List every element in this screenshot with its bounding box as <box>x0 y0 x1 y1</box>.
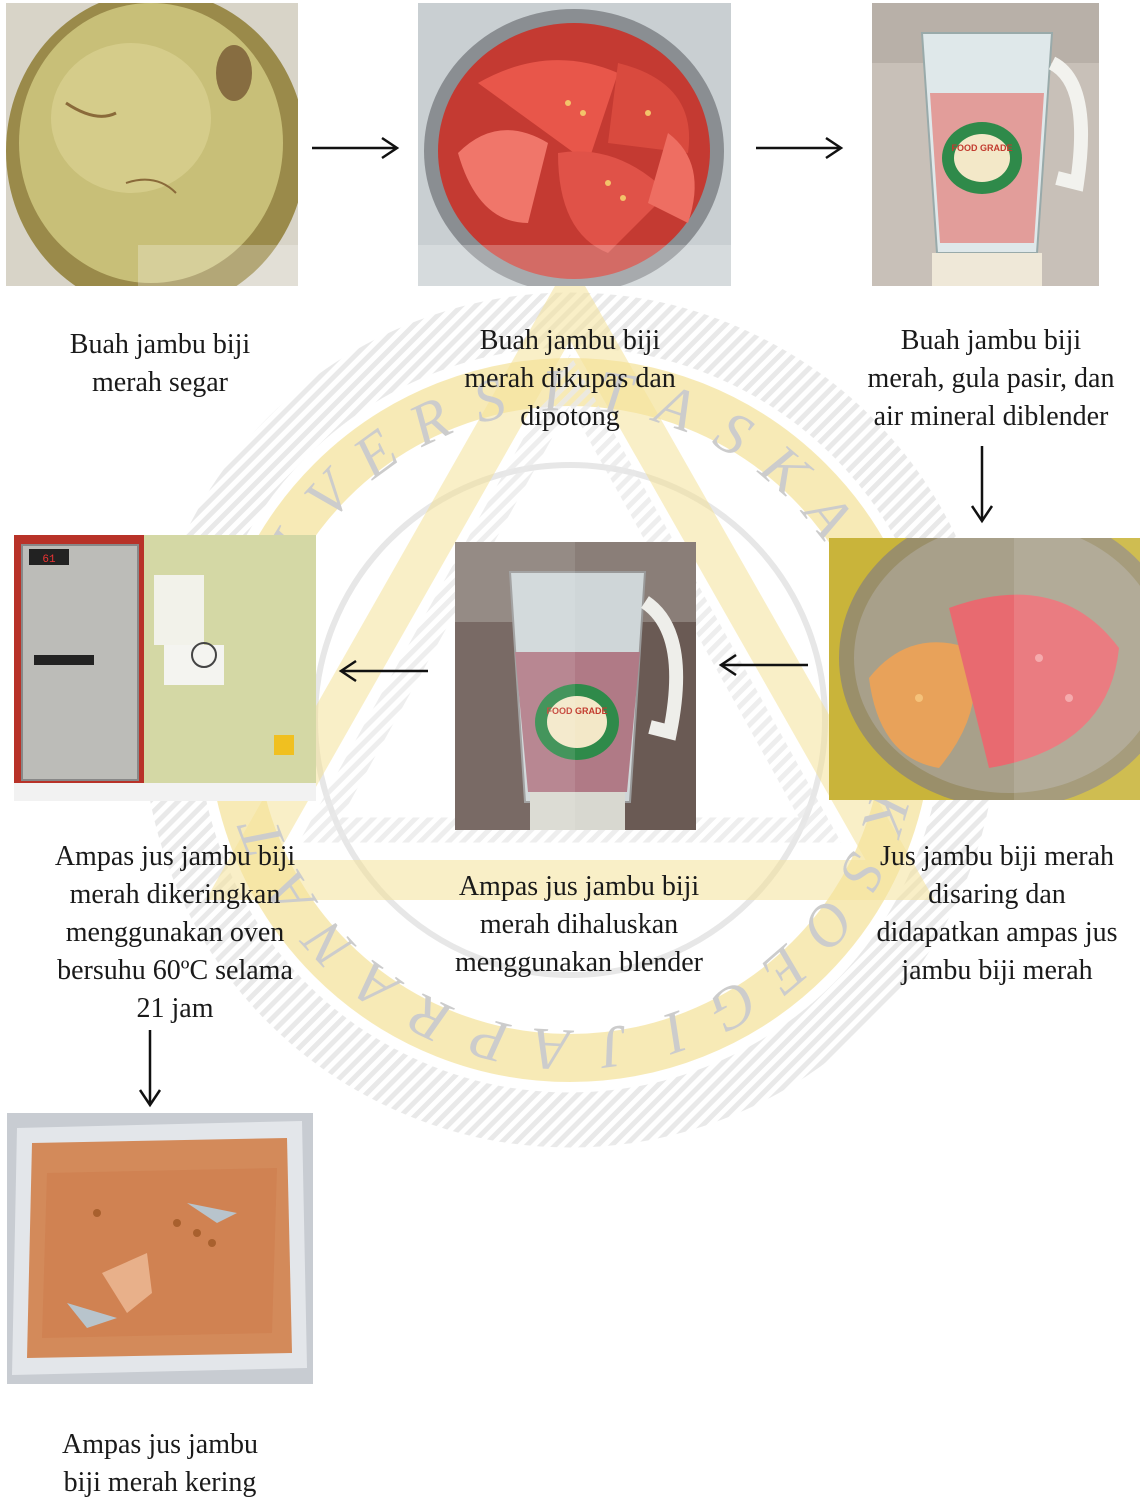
arrow-down-icon <box>970 446 994 524</box>
dried-pulp-caption: Ampas jus jambu biji merah kering <box>20 1426 300 1502</box>
blended-guava-photo: FOOD GRADE <box>872 3 1099 286</box>
arrow-right-icon <box>756 136 844 160</box>
peeled-guava-image <box>418 3 731 286</box>
oven-drying-photo: 61 <box>14 535 316 801</box>
arrow-left-icon <box>718 653 808 677</box>
arrow-down-icon <box>138 1030 162 1108</box>
pulp-blended-photo: FOOD GRADE <box>455 542 696 830</box>
blender-image: FOOD GRADE <box>872 3 1099 286</box>
fresh-guava-caption: Buah jambu biji merah segar <box>20 326 300 402</box>
fresh-guava-image <box>6 3 298 286</box>
food-grade-label: FOOD GRADE <box>951 143 1012 153</box>
pulp-blended-caption: Ampas jus jambu biji merah dihaluskan me… <box>434 868 724 982</box>
watermark-letter: A <box>531 1015 576 1083</box>
oven-drying-caption: Ampas jus jambu biji merah dikeringkan m… <box>25 838 325 1028</box>
strained-juice-caption: Jus jambu biji merah disaring dan didapa… <box>852 838 1141 990</box>
peeled-cut-guava-caption: Buah jambu biji merah dikupas dan dipoto… <box>430 322 710 436</box>
dried-pulp-photo <box>7 1113 313 1384</box>
dried-pulp-image <box>7 1113 313 1384</box>
strained-pulp-image <box>829 538 1140 800</box>
svg-text:61: 61 <box>42 554 56 566</box>
fresh-guava-photo <box>6 3 298 286</box>
blended-guava-caption: Buah jambu biji merah, gula pasir, dan a… <box>846 322 1136 436</box>
arrow-right-icon <box>312 136 400 160</box>
blender-pulp-image: FOOD GRADE <box>455 542 696 830</box>
peeled-cut-guava-photo <box>418 3 731 286</box>
strained-juice-photo <box>829 538 1140 800</box>
arrow-left-icon <box>338 659 428 683</box>
oven-image: 61 <box>14 535 316 801</box>
